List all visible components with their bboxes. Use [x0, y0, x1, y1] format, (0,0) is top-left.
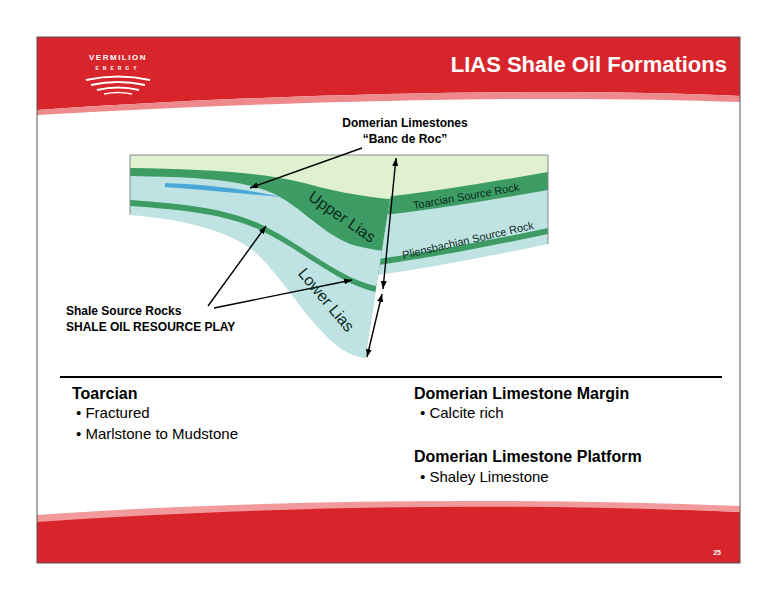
upper-lias-thickness-arrow [383, 158, 396, 289]
logo-arc [91, 82, 145, 85]
slide-background [37, 37, 740, 563]
callout-leader [250, 148, 362, 188]
header-swoosh [37, 92, 740, 115]
slide-title: LIAS Shale Oil Formations [451, 53, 727, 77]
callout-leader [208, 226, 266, 306]
domerian-layer [130, 176, 400, 400]
logo-arc [97, 88, 139, 91]
right-fault-block [355, 155, 555, 405]
bullet-item: • Calcite rich [420, 405, 504, 422]
domerian-layer [355, 190, 548, 400]
lower-lias-thickness-arrow [367, 294, 382, 357]
page-number: 25 [713, 549, 721, 557]
pliensbachian-layer [355, 228, 548, 400]
section-heading: Domerian Limestone Margin [414, 385, 629, 403]
footer-swoosh [37, 501, 740, 522]
bullet-item: • Fractured [76, 405, 150, 422]
slide-frame [37, 37, 740, 563]
callout-label: “Banc de Roc” [363, 133, 448, 146]
logo-arc [86, 77, 150, 81]
bullet-item: • Marlstone to Mudstone [76, 426, 238, 443]
callout-label: SHALE OIL RESOURCE PLAY [66, 321, 235, 334]
section-heading: Domerian Limestone Platform [414, 448, 642, 466]
logo-subtitle: ENERGY [95, 66, 140, 72]
logo-wordmark: VERMILION [89, 54, 147, 63]
bullet-item: • Shaley Limestone [420, 469, 549, 486]
left-fault-block [130, 155, 410, 405]
divider-rule [60, 376, 722, 378]
surface-layer [130, 155, 410, 405]
lower-lias-layer [355, 234, 548, 400]
section-heading: Toarcian [72, 385, 138, 403]
callout-label: Domerian Limestones [342, 117, 467, 130]
surface-layer [355, 155, 555, 405]
banc-de-roc-lens [165, 183, 282, 197]
logo-arc [104, 93, 132, 95]
toarcian-layer [130, 168, 400, 400]
callout-label: Shale Source Rocks [66, 305, 181, 318]
